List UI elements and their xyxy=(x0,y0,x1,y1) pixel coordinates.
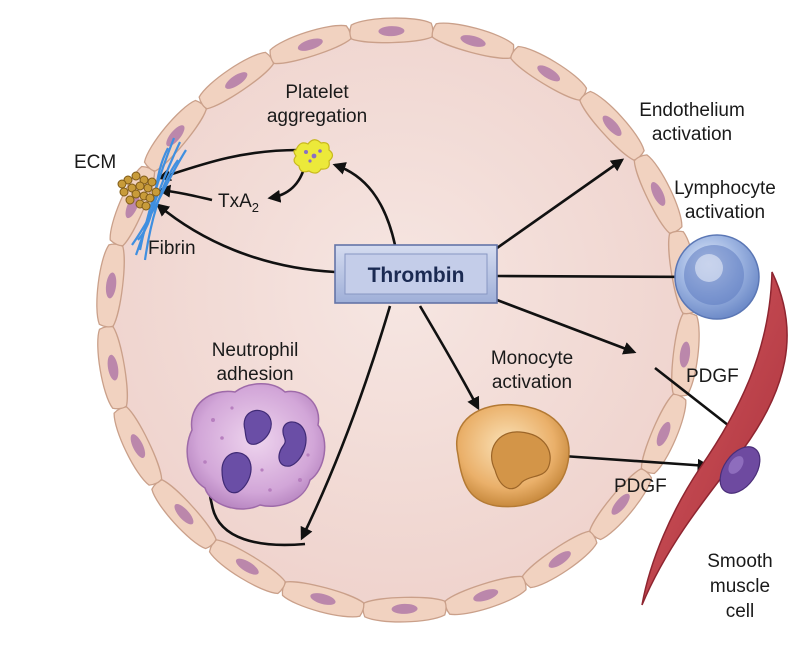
lymphocyte-cell xyxy=(674,234,760,320)
ecm-particle xyxy=(117,179,127,189)
arrow-to-fibrin xyxy=(156,203,336,274)
arrow-to-endothelium xyxy=(496,158,625,250)
neutrophil-cell xyxy=(186,383,326,510)
endothelial-cell xyxy=(579,90,645,161)
endothelium-label-line2: activation xyxy=(652,124,732,145)
pdgf-upper-label: PDGF xyxy=(686,366,739,387)
arrow-to-pdgf-source xyxy=(496,298,637,355)
fibrin-label: Fibrin xyxy=(148,238,196,259)
endothelial-cell xyxy=(143,99,207,172)
endothelial-cell xyxy=(281,581,365,618)
endothelial-cell xyxy=(208,539,286,595)
pdgf-lower-label: PDGF xyxy=(614,476,667,497)
arrow-to-monocyte xyxy=(418,305,480,411)
endothelial-cell xyxy=(269,24,352,65)
endothelial-cell xyxy=(151,479,217,550)
fibrin-strands xyxy=(131,137,187,261)
platelet-label-line2: aggregation xyxy=(267,106,367,127)
monocyte-label-line1: Monocyte xyxy=(491,348,573,369)
ecm-particle xyxy=(119,187,129,197)
endothelial-cell xyxy=(96,243,125,328)
arrow-pdgf-lower xyxy=(562,454,711,472)
lymphocyte-label-line2: activation xyxy=(685,202,765,223)
endothelial-cell xyxy=(444,575,527,616)
endothelial-cell xyxy=(633,154,683,234)
ecm-particle xyxy=(141,201,151,211)
endothelial-cell xyxy=(97,325,128,410)
labels: Platelet aggregation ECM TxA2 Fibrin End… xyxy=(74,82,776,622)
txa2-label: TxA2 xyxy=(218,191,259,215)
endothelial-cell xyxy=(589,468,653,541)
endothelial-cell xyxy=(113,406,163,486)
arrow-to-platelet xyxy=(332,162,397,246)
endothelium-label-line1: Endothelium xyxy=(639,100,745,121)
platelet-cell xyxy=(293,139,334,174)
smooth-muscle-cell xyxy=(641,271,788,606)
ecm-label: ECM xyxy=(74,152,116,173)
endothelial-cell xyxy=(522,530,598,589)
smooth-muscle-label-line2: muscle xyxy=(710,576,770,597)
endothelial-cell xyxy=(198,51,274,110)
monocyte-cell xyxy=(455,403,570,508)
endothelial-cell xyxy=(431,22,515,59)
thrombin-label: Thrombin xyxy=(368,264,465,287)
smooth-muscle-label-line3: cell xyxy=(726,601,755,622)
endothelial-cell xyxy=(362,596,447,623)
ecm-particle xyxy=(147,177,157,187)
lymphocyte-label-line1: Lymphocyte xyxy=(674,178,776,199)
ecm-particle xyxy=(131,189,141,199)
thrombin-node: Thrombin xyxy=(334,244,498,304)
arrow-to-neutrophil-region xyxy=(300,305,392,541)
endothelial-cell xyxy=(349,17,434,44)
monocyte-label-line2: activation xyxy=(492,372,572,393)
ecm-particle xyxy=(145,193,155,203)
neutrophil-label-line1: Neutrophil xyxy=(212,340,299,361)
endothelial-cell xyxy=(510,45,588,101)
endothelial-cell xyxy=(640,393,687,475)
ecm-particle xyxy=(151,187,161,197)
ecm-particle xyxy=(131,171,141,181)
platelet-label-line1: Platelet xyxy=(285,82,349,103)
smooth-muscle-label-line1: Smooth xyxy=(707,551,772,572)
ecm-particles xyxy=(117,171,161,211)
ecm-particle xyxy=(125,195,135,205)
neutrophil-label-line2: adhesion xyxy=(216,364,293,385)
ecm-particle xyxy=(135,181,145,191)
